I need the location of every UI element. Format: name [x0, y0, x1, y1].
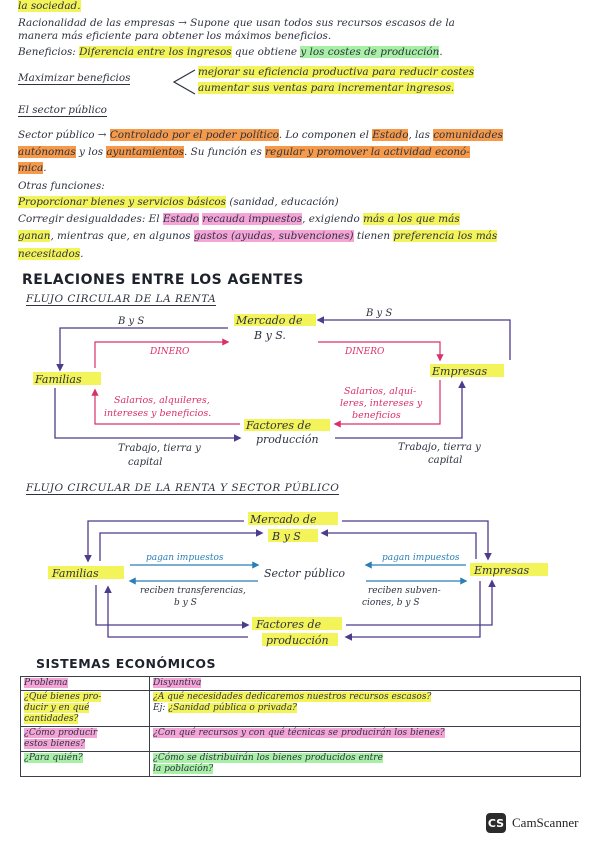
dinero-right-arrow [318, 341, 444, 362]
camscanner-logo: CS CamScanner [486, 813, 578, 833]
table-head-disyuntiva: Disyuntiva [149, 676, 581, 691]
bys-left-arrow [56, 327, 228, 372]
sector-publico-node: Sector público [264, 567, 345, 580]
pagan-left-label: pagan impuestos [146, 553, 224, 563]
maximizar-option-1: mejorar su eficiencia productiva para re… [198, 66, 475, 78]
trabajo-left-2: capital [128, 457, 162, 468]
corregir-line-2: ganan, mientras que, en algunos gastos (… [18, 230, 498, 242]
mercado-familias-arrow [84, 520, 244, 563]
camscanner-mark-icon: CS [486, 813, 506, 833]
corregir-line-3: necesitados. [18, 248, 84, 260]
trabajo-left-1: Trabajo, tierra y [118, 443, 201, 454]
maximizar-brace [172, 69, 196, 95]
familias-factores-arrow [95, 585, 250, 629]
factores-familias-arrow [104, 585, 248, 638]
proporcionar-line: Proporcionar bienes y servicios básicos … [18, 196, 339, 208]
factores-label-2: producción [256, 433, 319, 446]
sistemas-table: Problema Disyuntiva ¿Qué bienes pro- duc… [20, 676, 581, 777]
top-fragment: la sociedad. [18, 0, 81, 12]
camscanner-wordmark: CamScanner [512, 815, 579, 830]
table-cell-disyuntiva: ¿Con qué recursos y con qué técnicas se … [149, 726, 581, 752]
empresas-factores-arrow [344, 581, 481, 641]
reciben-left-2: b y S [174, 598, 197, 608]
empresas-node: Empresas [431, 365, 487, 378]
pagan-right-label: pagan impuestos [382, 553, 460, 563]
mercado-label-1: Mercado de [235, 314, 303, 327]
salarios-left-arrow [91, 388, 240, 425]
maximizar-option-2: aumentar sus ventas para incrementar ing… [198, 82, 455, 94]
familias-node: Familias [34, 373, 82, 386]
otras-funciones: Otras funciones: [18, 180, 105, 192]
table-cell-disyuntiva: ¿Cómo se distribuirán los bienes produci… [149, 751, 581, 777]
factores2-label-2: producción [266, 634, 329, 647]
empresas2-node: Empresas [473, 564, 529, 577]
sector-line-1: Sector público → Controlado por el poder… [18, 129, 503, 141]
table-row: ¿Qué bienes pro- ducir y en qué cantidad… [20, 690, 581, 727]
mercado-highlight [234, 314, 316, 326]
table-cell-disyuntiva: ¿A qué necesidades dedicaremos nuestros … [149, 690, 581, 727]
table-header-row: Problema Disyuntiva [20, 676, 581, 691]
table-head-problema: Problema [20, 676, 150, 691]
sector-publico-title: El sector público [18, 104, 107, 117]
sector-line-2: autónomas y los ayuntamientos. Su funció… [18, 146, 470, 158]
trabajo-right-1: Trabajo, tierra y [398, 442, 481, 453]
salarios-right-3: beneficios [352, 410, 401, 421]
familias-highlight [33, 372, 101, 385]
bys2-highlight [268, 529, 318, 542]
brace-line [172, 69, 196, 95]
table-row: ¿Para quién? ¿Cómo se distribuirán los b… [20, 751, 581, 777]
flujo-sector-publico-title: Flujo circular de la renta y sector públ… [26, 482, 340, 495]
factores-label-1: Factores de [245, 419, 312, 432]
factores2-label-1: Factores de [255, 618, 322, 631]
salarios-right-arrow [333, 380, 441, 428]
salarios-left-1: Salarios, alquileres, [114, 395, 210, 406]
mercado2-highlight [248, 512, 338, 525]
dinero-left-label: DINERO [149, 347, 190, 357]
mercado-label-2: B y S. [253, 329, 286, 342]
trabajo-right-2: capital [428, 455, 462, 466]
dinero-right-label: DINERO [344, 347, 385, 357]
racionalidad-line-2: manera más eficiente para obtener los má… [18, 30, 332, 42]
salarios-left-2: intereses y beneficios. [104, 408, 211, 419]
table-cell-problema: ¿Para quién? [20, 751, 150, 777]
bys-right-arrow [316, 316, 511, 360]
table-cell-problema: ¿Qué bienes pro- ducir y en qué cantidad… [20, 690, 150, 727]
factores2-highlight [252, 617, 342, 630]
empresas2-highlight [470, 563, 548, 576]
familias2-node: Familias [51, 567, 99, 580]
flujo-circular-diagram: Mercado de B y S. Familias Empresas Fact… [33, 308, 511, 468]
reciben-right-2: ciones, b y S [362, 598, 420, 608]
salarios-right-2: leres, intereses y [340, 398, 423, 409]
mercado-empresas-arrow [342, 520, 492, 561]
bys-left-label: B y S [117, 316, 144, 327]
reciben-left-1: reciben transferencias, [140, 586, 246, 596]
relaciones-heading: RELACIONES ENTRE LOS AGENTES [22, 272, 304, 288]
corregir-line-1: Corregir desigualdades: El Estado recaud… [18, 213, 460, 225]
sector-line-3: mica. [18, 162, 47, 174]
trabajo-right-arrow [335, 380, 466, 439]
trabajo-left-arrow [54, 388, 242, 442]
bys-right-label: B y S [365, 308, 392, 319]
dinero-left-arrow [94, 338, 230, 368]
factores-empresas-arrow [346, 579, 496, 626]
salarios-right-1: Salarios, alqui- [344, 386, 416, 397]
mercado2-label-2: B y S [271, 530, 301, 543]
flujo-sector-publico-diagram: Mercado de B y S Familias Empresas Secto… [48, 512, 548, 647]
empresas-highlight [430, 364, 504, 377]
maximizar-label: Maximizar beneficios [18, 72, 131, 85]
mercado2-label-1: Mercado de [249, 513, 317, 526]
factores-highlight [244, 419, 330, 431]
reciben-right-1: reciben subven- [368, 586, 441, 596]
sistemas-heading: SISTEMAS ECONÓMICOS [36, 656, 217, 671]
familias-mercado-arrow [99, 529, 264, 561]
racionalidad-line-1: Racionalidad de las empresas → Supone qu… [18, 17, 455, 29]
flujo-circular-title: Flujo circular de la renta [26, 293, 217, 306]
familias2-highlight [48, 566, 124, 579]
produccion2-highlight [262, 633, 338, 646]
table-cell-problema: ¿Cómo producir estos bienes? [20, 726, 150, 752]
beneficios-line: Beneficios: Diferencia entre los ingreso… [18, 46, 443, 58]
empresas-mercado-arrow [320, 529, 477, 559]
table-row: ¿Cómo producir estos bienes? ¿Con qué re… [20, 726, 581, 752]
